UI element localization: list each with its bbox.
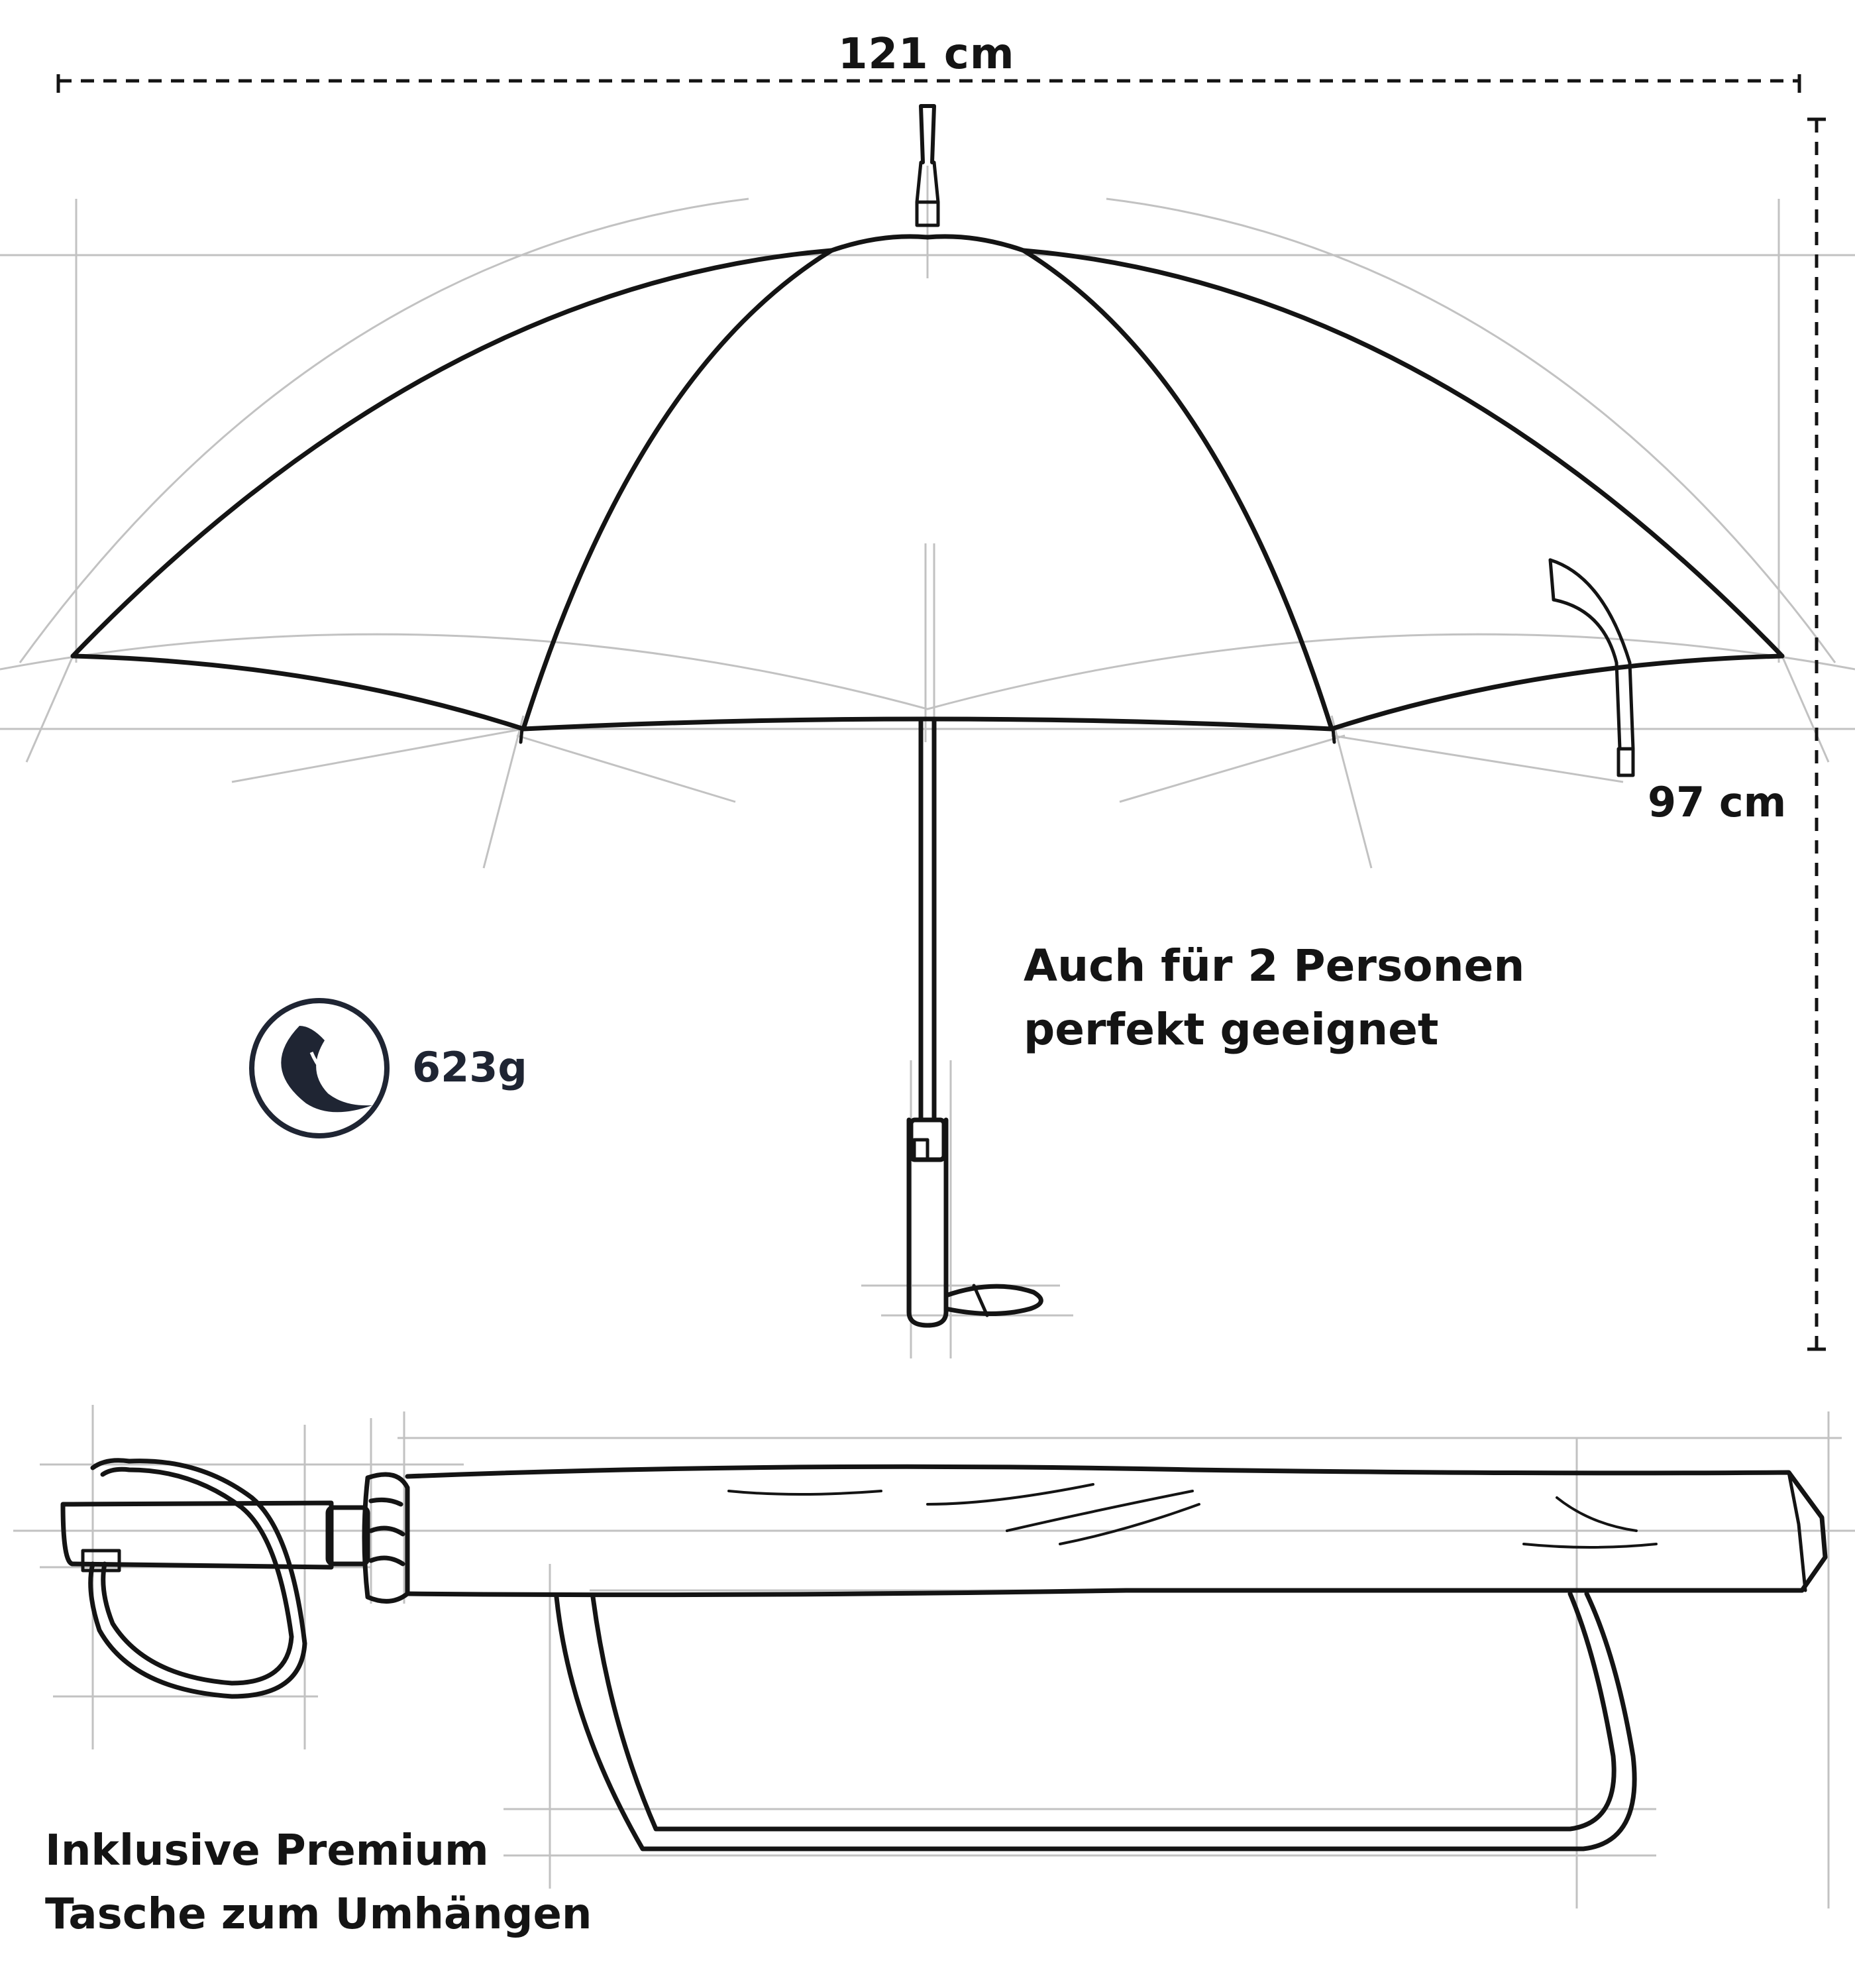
bag-line-1: Inklusive Premium (45, 1826, 489, 1875)
height-dimension-line (1807, 117, 1826, 1351)
umbrella-closed-bag (60, 1458, 1828, 1851)
height-label: 97 cm (1648, 778, 1787, 826)
umbrella-open (70, 104, 1785, 1328)
feather-icon (249, 998, 390, 1138)
width-dimension-line (56, 74, 1801, 93)
bag-note: Inklusive Premium Tasche zum Umhängen (45, 1819, 708, 1946)
width-label: 121 cm (838, 30, 1015, 79)
persons-line-1: Auch für 2 Personen (1024, 940, 1525, 991)
weight-label: 623g (412, 1043, 527, 1091)
persons-line-2: perfekt geeignet (1024, 1004, 1439, 1055)
bag-line-2: Tasche zum Umhängen (45, 1890, 592, 1939)
persons-note: Auch für 2 Personen perfekt geeignet (1024, 934, 1620, 1062)
